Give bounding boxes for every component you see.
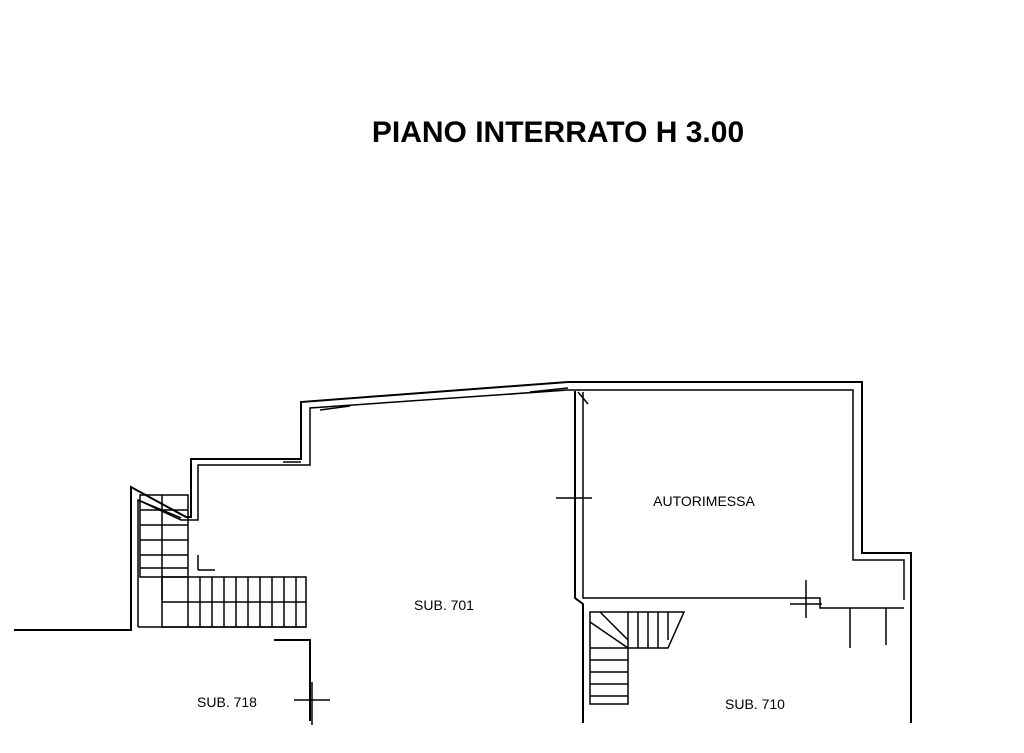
right-staircase — [589, 611, 686, 705]
room-label-sub-710: SUB. 710 — [725, 696, 785, 712]
left-staircase — [137, 494, 307, 628]
autorimessa-walls — [283, 387, 904, 723]
outer-wall — [14, 381, 912, 723]
room-label-sub-701: SUB. 701 — [414, 597, 474, 613]
plan-title: PIANO INTERRATO H 3.00 — [372, 116, 744, 149]
sub-701-lower-left-wall — [197, 555, 330, 725]
room-label-sub-718: SUB. 718 — [197, 694, 257, 710]
room-label-autorimessa: AUTORIMESSA — [653, 493, 755, 509]
